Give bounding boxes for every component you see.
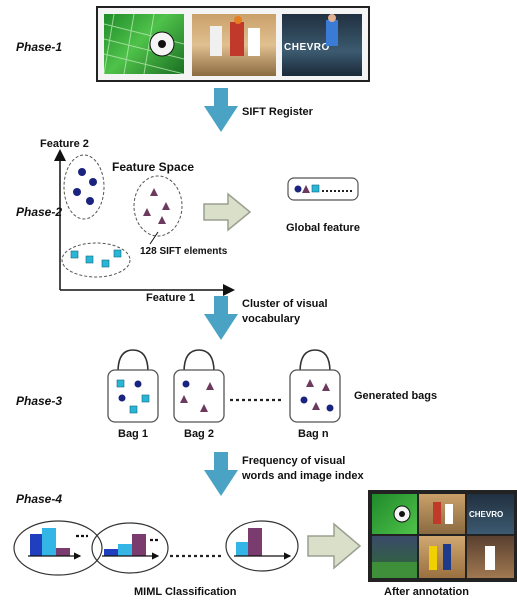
- image-overlay-text: CHEVRO: [284, 42, 330, 53]
- basketball-image: [192, 14, 276, 76]
- basketball-image: [419, 494, 465, 534]
- after-annotation-label: After annotation: [384, 586, 469, 598]
- annotated-image-grid: CHEVRO: [368, 490, 517, 582]
- soccer-image: [372, 494, 417, 534]
- basketball-players-graphic: [210, 16, 260, 56]
- step-label-cluster-1: Cluster of visual: [242, 298, 328, 310]
- phase-2-label: Phase-2: [16, 205, 63, 219]
- phase-3-label: Phase-3: [16, 394, 63, 408]
- down-arrow-icon: [204, 88, 238, 132]
- down-arrow-icon: [204, 296, 238, 340]
- golf-player-graphic: [326, 14, 338, 46]
- feature-space-title: Feature Space: [112, 160, 195, 174]
- bag-n: [289, 349, 341, 423]
- histogram-n: [225, 520, 299, 572]
- bag-1-label: Bag 1: [118, 428, 148, 440]
- step-label-cluster-2: vocabulary: [242, 313, 301, 325]
- square-cluster: [61, 242, 131, 278]
- golf-image: CHEVRO: [282, 14, 362, 76]
- bag-2-label: Bag 2: [184, 428, 214, 440]
- histogram-2: [91, 522, 169, 574]
- step-label-frequency-2: words and image index: [242, 470, 364, 482]
- x-axis-label: Feature 1: [146, 292, 195, 304]
- sift-pointer-line: [149, 231, 159, 245]
- histogram-1: [13, 520, 103, 576]
- y-axis-label: Feature 2: [40, 138, 89, 150]
- image-overlay-text: CHEVRO: [469, 510, 504, 519]
- phase-1-label: Phase-1: [16, 40, 63, 54]
- miml-classification-label: MIML Classification: [134, 586, 237, 598]
- sift-elements-label: 128 SIFT elements: [140, 246, 228, 257]
- down-arrow-icon: [204, 452, 238, 496]
- right-arrow-icon: [203, 192, 252, 232]
- global-feature-label: Global feature: [286, 222, 360, 234]
- triangle-cluster: [133, 175, 183, 237]
- golf-image: CHEVRO: [467, 494, 514, 534]
- phase-4-label: Phase-4: [16, 492, 63, 506]
- bag-2: [173, 349, 225, 423]
- bag-1: [107, 349, 159, 423]
- bag-n-label: Bag n: [298, 428, 329, 440]
- right-arrow-icon: [307, 522, 362, 570]
- step-label-frequency-1: Frequency of visual: [242, 455, 346, 467]
- generated-bags-label: Generated bags: [354, 390, 438, 402]
- basketball-image: [419, 536, 465, 578]
- phase-1-image-strip: CHEVRO: [96, 6, 370, 82]
- global-feature-vector: [287, 177, 359, 201]
- dot-cluster: [63, 154, 105, 220]
- soccer-image: [104, 14, 184, 74]
- step-label-sift-register: SIFT Register: [242, 106, 313, 118]
- soccer-net-graphic: [104, 14, 184, 74]
- action-image: [467, 536, 514, 578]
- stadium-image: [372, 536, 417, 578]
